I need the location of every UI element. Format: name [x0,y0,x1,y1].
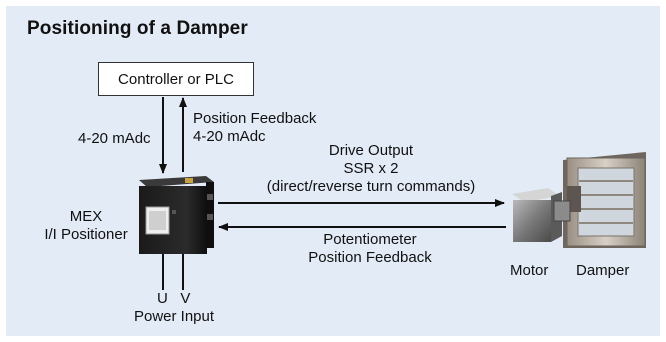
diagram-background [6,6,660,336]
diagram-title: Positioning of a Damper [27,18,248,39]
drive-output-line2: SSR x 2 [343,160,399,177]
potentiometer-line2: Position Feedback [308,249,432,266]
positioner-line2: I/I Positioner [44,226,128,243]
drive-output-line1: Drive Output [328,142,414,159]
power-input-label: Power Input [133,308,215,325]
mex-positioner-device [139,176,214,254]
damper-device [563,152,646,248]
positioner-line1: MEX [69,208,103,225]
feedback-label-line2: 4-20 mAdc [193,128,266,145]
signal-in-label: 4-20 mAdc [78,130,151,147]
controller-box: Controller or PLC [98,62,254,96]
damper-label: Damper [576,262,630,279]
power-terminals-label: U V [157,290,191,307]
drive-output-line3: (direct/reverse turn commands) [266,178,476,195]
motor-device [512,188,571,242]
motor-label: Motor [510,262,549,279]
potentiometer-line1: Potentiometer [323,231,417,248]
feedback-label-line1: Position Feedback [193,110,317,127]
